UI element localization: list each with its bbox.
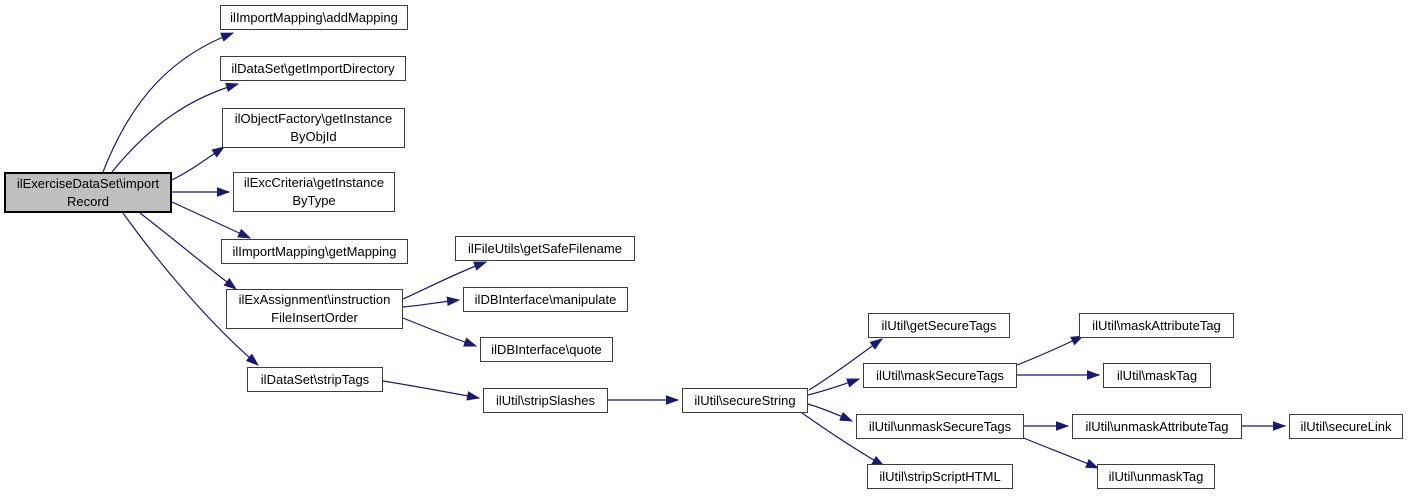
graph-node-label: ilImportMapping\addMapping (230, 9, 398, 25)
edge-secureString-to-getSecureTags (808, 338, 883, 391)
graph-node-stripTags[interactable]: ilDataSet\stripTags (247, 367, 383, 392)
edge-importRecord-to-instructionFileInsertOrder (139, 212, 237, 290)
edge-maskSecureTags-to-maskAttributeTag (1016, 335, 1085, 366)
edge-instructionFileInsertOrder-to-manipulate (402, 296, 461, 308)
graph-node-getInstanceByObjId[interactable]: ilObjectFactory\getInstance ByObjId (222, 108, 405, 148)
graph-node-label: ilUtil\getSecureTags (881, 317, 997, 333)
edge-importRecord-to-getImportDirectory (111, 82, 240, 173)
graph-node-label: ilUtil\secureString (694, 392, 796, 408)
graph-node-label: ilUtil\unmaskTag (1108, 468, 1204, 484)
graph-node-label: ilDBInterface\manipulate (474, 291, 617, 307)
graph-node-label: ilDataSet\stripTags (260, 371, 370, 387)
graph-node-secureString[interactable]: ilUtil\secureString (682, 388, 808, 413)
graph-node-stripSlashes[interactable]: ilUtil\stripSlashes (483, 388, 608, 413)
graph-node-label: ilUtil\maskSecureTags (876, 367, 1004, 383)
graph-node-unmaskAttributeTag[interactable]: ilUtil\unmaskAttributeTag (1072, 414, 1242, 439)
graph-node-label: ilUtil\unmaskSecureTags (868, 418, 1012, 434)
graph-node-maskTag[interactable]: ilUtil\maskTag (1103, 363, 1211, 388)
graph-node-importRecord: ilExerciseDataSet\import Record (4, 172, 172, 213)
graph-node-label: ilImportMapping\getMapping (232, 243, 397, 259)
graph-node-addMapping[interactable]: ilImportMapping\addMapping (220, 5, 408, 30)
graph-node-label: ilUtil\stripScriptHTML (879, 468, 1001, 484)
graph-node-instructionFileInsertOrder[interactable]: ilExAssignment\instruction FileInsertOrd… (226, 289, 403, 329)
graph-node-label: ilExerciseDataSet\import Record (16, 175, 160, 209)
edge-secureString-to-maskSecureTags (807, 378, 861, 396)
graph-node-secureLink[interactable]: ilUtil\secureLink (1289, 414, 1403, 439)
edge-importRecord-to-getInstanceByObjId (171, 146, 225, 181)
edge-stripTags-to-stripSlashes (382, 380, 481, 401)
edge-instructionFileInsertOrder-to-getSafeFilename (402, 261, 488, 300)
graph-node-maskAttributeTag[interactable]: ilUtil\maskAttributeTag (1079, 313, 1234, 338)
graph-node-manipulate[interactable]: ilDBInterface\manipulate (463, 287, 628, 312)
graph-node-quote[interactable]: ilDBInterface\quote (480, 337, 613, 362)
graph-node-getInstanceByType[interactable]: ilExcCriteria\getInstance ByType (233, 172, 395, 212)
edge-instructionFileInsertOrder-to-quote (402, 317, 478, 347)
graph-node-maskSecureTags[interactable]: ilUtil\maskSecureTags (863, 363, 1017, 388)
edge-importRecord-to-getMapping (171, 201, 252, 239)
graph-node-label: ilUtil\secureLink (1300, 418, 1392, 434)
edge-importRecord-to-addMapping (102, 32, 235, 173)
graph-node-label: ilObjectFactory\getInstance ByObjId (234, 111, 393, 144)
graph-node-label: ilFileUtils\getSafeFilename (468, 240, 622, 256)
graph-node-unmaskTag[interactable]: ilUtil\unmaskTag (1097, 464, 1215, 489)
graph-node-getMapping[interactable]: ilImportMapping\getMapping (221, 239, 408, 264)
edge-unmaskSecureTags-to-unmaskTag (1020, 436, 1100, 469)
graph-node-getImportDirectory[interactable]: ilDataSet\getImportDirectory (220, 56, 406, 81)
graph-node-label: ilUtil\maskAttributeTag (1092, 317, 1221, 333)
graph-node-label: ilExAssignment\instruction FileInsertOrd… (238, 292, 391, 325)
graph-node-label: ilUtil\unmaskAttributeTag (1085, 418, 1229, 434)
graph-node-getSafeFilename[interactable]: ilFileUtils\getSafeFilename (455, 236, 635, 261)
edge-secureString-to-stripScriptHTML (801, 412, 886, 467)
graph-node-label: ilExcCriteria\getInstance ByType (243, 175, 385, 208)
graph-node-label: ilDBInterface\quote (491, 341, 602, 357)
edge-importRecord-to-stripTags (122, 212, 259, 366)
graph-node-label: ilUtil\stripSlashes (496, 392, 595, 408)
graph-node-label: ilDataSet\getImportDirectory (231, 60, 395, 76)
graph-node-unmaskSecureTags[interactable]: ilUtil\unmaskSecureTags (856, 414, 1024, 439)
graph-node-getSecureTags[interactable]: ilUtil\getSecureTags (868, 313, 1010, 338)
graph-node-label: ilUtil\maskTag (1116, 367, 1198, 383)
graph-node-stripScriptHTML[interactable]: ilUtil\stripScriptHTML (867, 464, 1013, 489)
edge-secureString-to-unmaskSecureTags (807, 403, 854, 422)
